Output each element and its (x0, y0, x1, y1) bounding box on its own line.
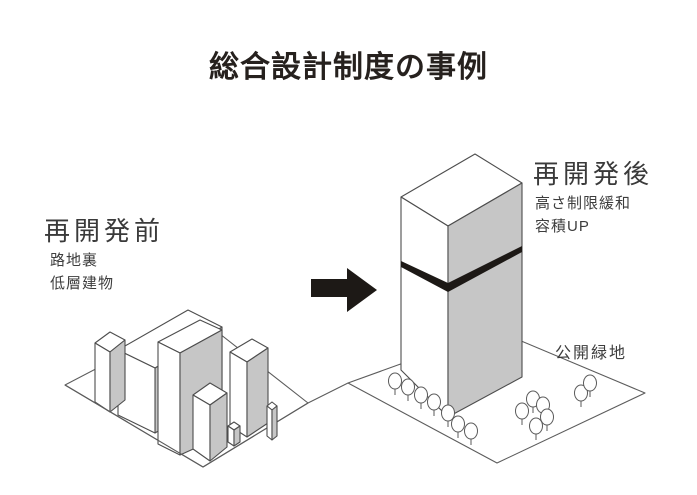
height-limit-band (401, 246, 522, 292)
building-thin-left (95, 332, 125, 412)
after-note-line1: 高さ制限緩和 (535, 195, 632, 212)
right-arrow-icon (311, 268, 377, 312)
before-heading: 再開発前 (44, 216, 165, 246)
after-notes: 高さ制限緩和 容積UP (535, 192, 631, 238)
road-edge (308, 383, 348, 403)
building-post-1 (228, 422, 240, 446)
green-space-label: 公開緑地 (555, 345, 628, 362)
building-small-front (193, 383, 227, 461)
building-post-2 (267, 402, 277, 440)
tower-side-face (448, 183, 522, 417)
after-heading: 再開発後 (533, 159, 654, 189)
before-note-line1: 路地裏 (50, 252, 99, 269)
before-note-line2: 低層建物 (50, 275, 115, 292)
before-notes: 路地裏 低層建物 (50, 249, 114, 295)
before-plot-illustration (65, 310, 308, 467)
after-note-line2: 容積UP (535, 218, 590, 235)
tower-building (401, 154, 522, 417)
after-plot-illustration (308, 154, 645, 463)
page-title: 総合設計制度の事例 (209, 51, 488, 84)
building-right-mid (230, 339, 268, 437)
